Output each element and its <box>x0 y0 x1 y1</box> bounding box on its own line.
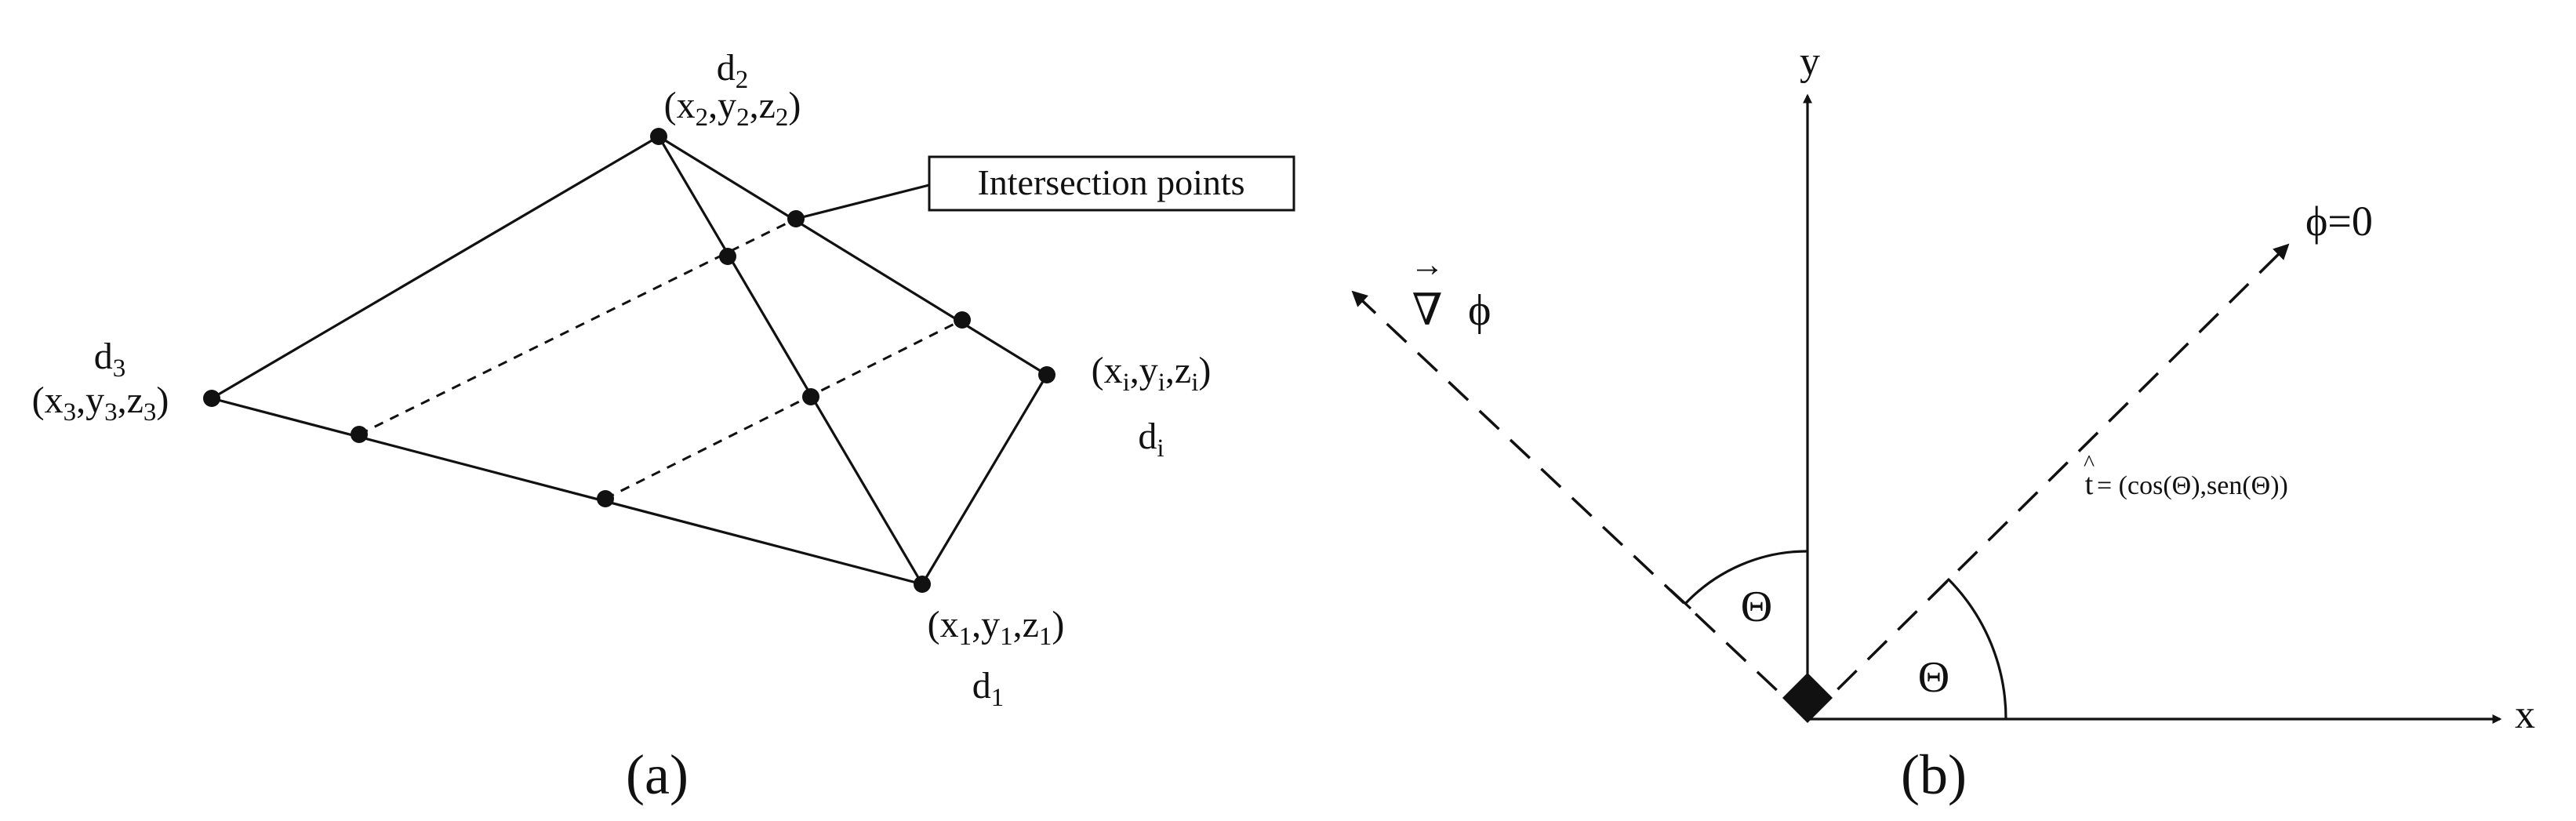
intersection-point <box>351 426 368 443</box>
gradient-arrow-icon: → <box>1410 245 1444 284</box>
angle-arc-gradient <box>1684 550 1808 605</box>
d2-coordinates: (x2,y2,z2) <box>664 85 801 132</box>
panel-a: Intersection points d2 (x2,y2,z2) d3 (x3… <box>32 47 1295 806</box>
contour-direction-line <box>1806 243 2290 721</box>
intersection-point <box>802 388 819 405</box>
gradient-phi: ϕ <box>1468 286 1491 335</box>
angle-tick-gradient <box>1669 588 1692 610</box>
label-d3: d3 (x3,y3,z3) <box>32 336 169 427</box>
vertex-d3 <box>203 390 220 407</box>
d3-coordinates: (x3,y3,z3) <box>32 380 169 427</box>
gradient-label: → ∇ ϕ <box>1410 245 1491 335</box>
mesh-edges <box>211 135 1048 586</box>
label-d1: (x1,y1,z1) d1 <box>928 604 1065 712</box>
tangent-hat-icon: ^ <box>2084 450 2095 476</box>
vertex-di <box>1038 366 1055 383</box>
intersection-point <box>597 490 614 507</box>
x-axis-label: x <box>2515 692 2535 737</box>
vertex-d2 <box>650 128 667 145</box>
origin-diamond-icon <box>1782 673 1833 723</box>
d1-name: d1 <box>972 665 1005 712</box>
callout-text: Intersection points <box>977 162 1244 202</box>
intersection-point <box>954 311 971 329</box>
angle-arc-contour <box>1947 578 2007 720</box>
d2-name: d2 <box>717 47 749 94</box>
gradient-nabla: ∇ <box>1412 286 1442 335</box>
angle-label-contour: Θ <box>1918 653 1949 702</box>
y-axis-label: y <box>1800 39 1820 84</box>
intersection-callout: Intersection points <box>928 155 1295 212</box>
contour-segment-lower <box>605 318 963 500</box>
edge-d2-d1 <box>657 136 924 585</box>
tangent-formula: = (cos(Θ),sen(Θ)) <box>2097 471 2288 500</box>
label-di: (xi,yi,zi) di <box>1092 350 1212 463</box>
edge-d2-di <box>658 135 1048 376</box>
panel-b: x y Θ Θ ϕ=0 → ∇ ϕ ^ t = (cos(Θ),sen(Θ)) … <box>1351 39 2535 806</box>
edge-di-d1 <box>921 374 1048 585</box>
vertex-d1 <box>914 576 931 593</box>
callout-leader <box>795 183 930 220</box>
contour-label: ϕ=0 <box>2305 198 2373 245</box>
d1-coordinates: (x1,y1,z1) <box>928 604 1065 651</box>
contour-segments <box>358 217 963 500</box>
di-name: di <box>1138 416 1164 463</box>
edge-d1-d3 <box>211 397 923 586</box>
tangent-label: ^ t = (cos(Θ),sen(Θ)) <box>2084 450 2288 501</box>
panel-b-caption: (b) <box>1901 743 1967 806</box>
d3-name: d3 <box>94 336 126 383</box>
edge-d3-d2 <box>211 135 659 400</box>
angle-label-gradient: Θ <box>1741 583 1772 631</box>
intersection-point <box>719 248 736 265</box>
panel-a-caption: (a) <box>626 743 689 806</box>
di-coordinates: (xi,yi,zi) <box>1092 350 1212 397</box>
label-d2: d2 (x2,y2,z2) <box>664 47 801 132</box>
mesh-points <box>203 128 1055 593</box>
tangent-symbol: t <box>2085 468 2094 501</box>
callout-box <box>928 155 1295 212</box>
intersection-point <box>787 210 805 227</box>
gradient-direction-line <box>1351 290 1809 721</box>
angle-tick-contour <box>1928 577 1951 600</box>
